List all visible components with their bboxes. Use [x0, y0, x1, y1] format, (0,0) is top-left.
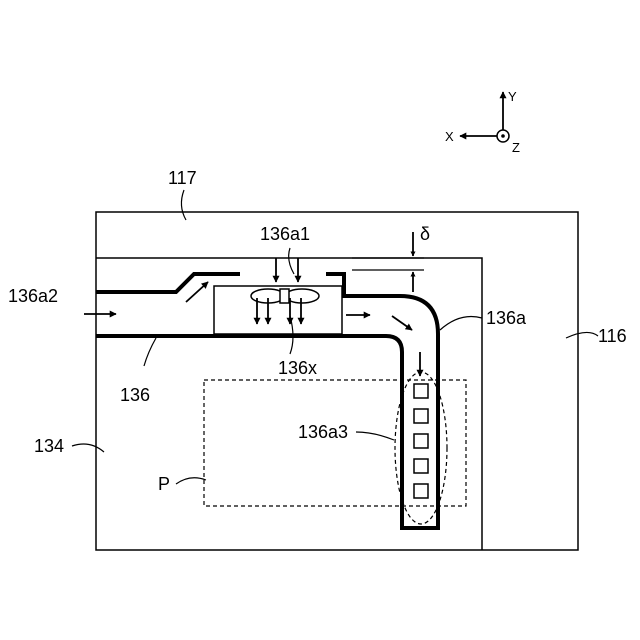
label-116: 116 [598, 326, 627, 346]
vent-square-icon [414, 409, 428, 423]
housing-116-outline [96, 212, 578, 550]
fan-icon [251, 289, 319, 303]
label-134: 134 [34, 436, 64, 456]
vent-square-icon [414, 434, 428, 448]
delta-dimension [352, 232, 424, 292]
region-p-outline [204, 380, 466, 506]
z-axis-dot [501, 134, 505, 138]
leader-117 [181, 190, 186, 220]
label-136x: 136x [278, 358, 317, 378]
airflow-arrow-icon [392, 316, 412, 330]
label-136a: 136a [486, 308, 527, 328]
duct-top-wall-left [96, 274, 240, 292]
leader-p [176, 478, 206, 484]
x-axis-label: X [445, 129, 454, 144]
leader-134 [72, 444, 104, 452]
label-p: P [158, 474, 170, 494]
label-136a1: 136a1 [260, 224, 310, 244]
leader-116 [566, 332, 598, 338]
vent-square-icon [414, 459, 428, 473]
vent-square-icon [414, 384, 428, 398]
reference-labels: 117 136a1 δ 136a2 136a 116 136x 136 134 … [8, 168, 627, 494]
fan-136x [214, 286, 342, 334]
airflow-arrows [84, 258, 420, 376]
airflow-arrow-icon [186, 282, 208, 302]
label-delta: δ [420, 224, 430, 244]
leader-136a3 [356, 432, 394, 440]
leader-136a1 [289, 248, 294, 274]
label-117: 117 [168, 168, 197, 188]
label-136a3: 136a3 [298, 422, 348, 442]
leader-136 [144, 338, 156, 366]
leader-136a [440, 317, 482, 331]
axes-indicator: Y X Z [445, 89, 520, 155]
z-axis-label: Z [512, 140, 520, 155]
y-axis-label: Y [508, 89, 517, 104]
label-136: 136 [120, 385, 150, 405]
fan-hub [280, 289, 289, 303]
fan-housing [214, 286, 342, 334]
label-136a2: 136a2 [8, 286, 58, 306]
vent-square-icon [414, 484, 428, 498]
